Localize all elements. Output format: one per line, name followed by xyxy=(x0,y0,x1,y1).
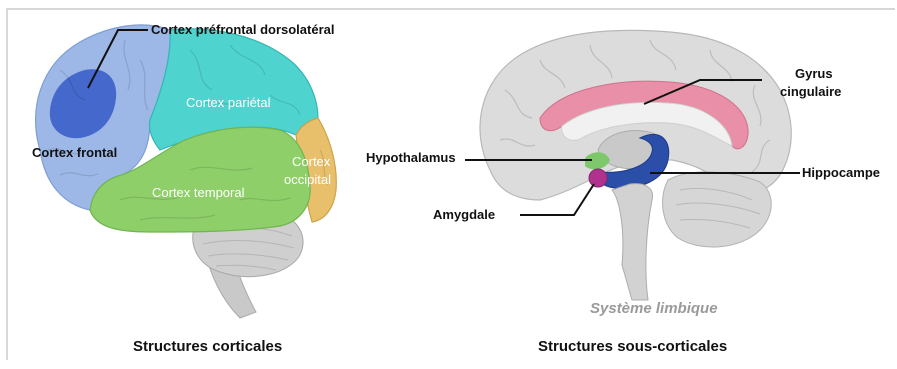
label-gyrus-2: cingulaire xyxy=(780,84,841,99)
caption-limbic-system: Système limbique xyxy=(590,300,718,317)
label-occipital-2: occipital xyxy=(284,172,331,187)
label-hypothalamus: Hypothalamus xyxy=(366,150,456,165)
label-occipital-1: Cortex xyxy=(292,154,330,169)
label-amygdale: Amygdale xyxy=(433,207,495,222)
caption-subcortical: Structures sous-corticales xyxy=(538,338,727,355)
sagittal-cerebellum xyxy=(663,172,772,247)
sagittal-brain xyxy=(480,30,791,300)
caption-cortical: Structures corticales xyxy=(133,338,282,355)
label-dlpfc: Cortex préfrontal dorsolatéral xyxy=(151,22,335,37)
label-temporal: Cortex temporal xyxy=(152,185,244,200)
amygdala xyxy=(589,169,607,187)
label-hippocampe: Hippocampe xyxy=(802,165,880,180)
label-gyrus-1: Gyrus xyxy=(795,66,833,81)
label-parietal: Cortex pariétal xyxy=(186,95,271,110)
label-frontal: Cortex frontal xyxy=(32,145,117,160)
brainstem-right xyxy=(612,184,653,300)
